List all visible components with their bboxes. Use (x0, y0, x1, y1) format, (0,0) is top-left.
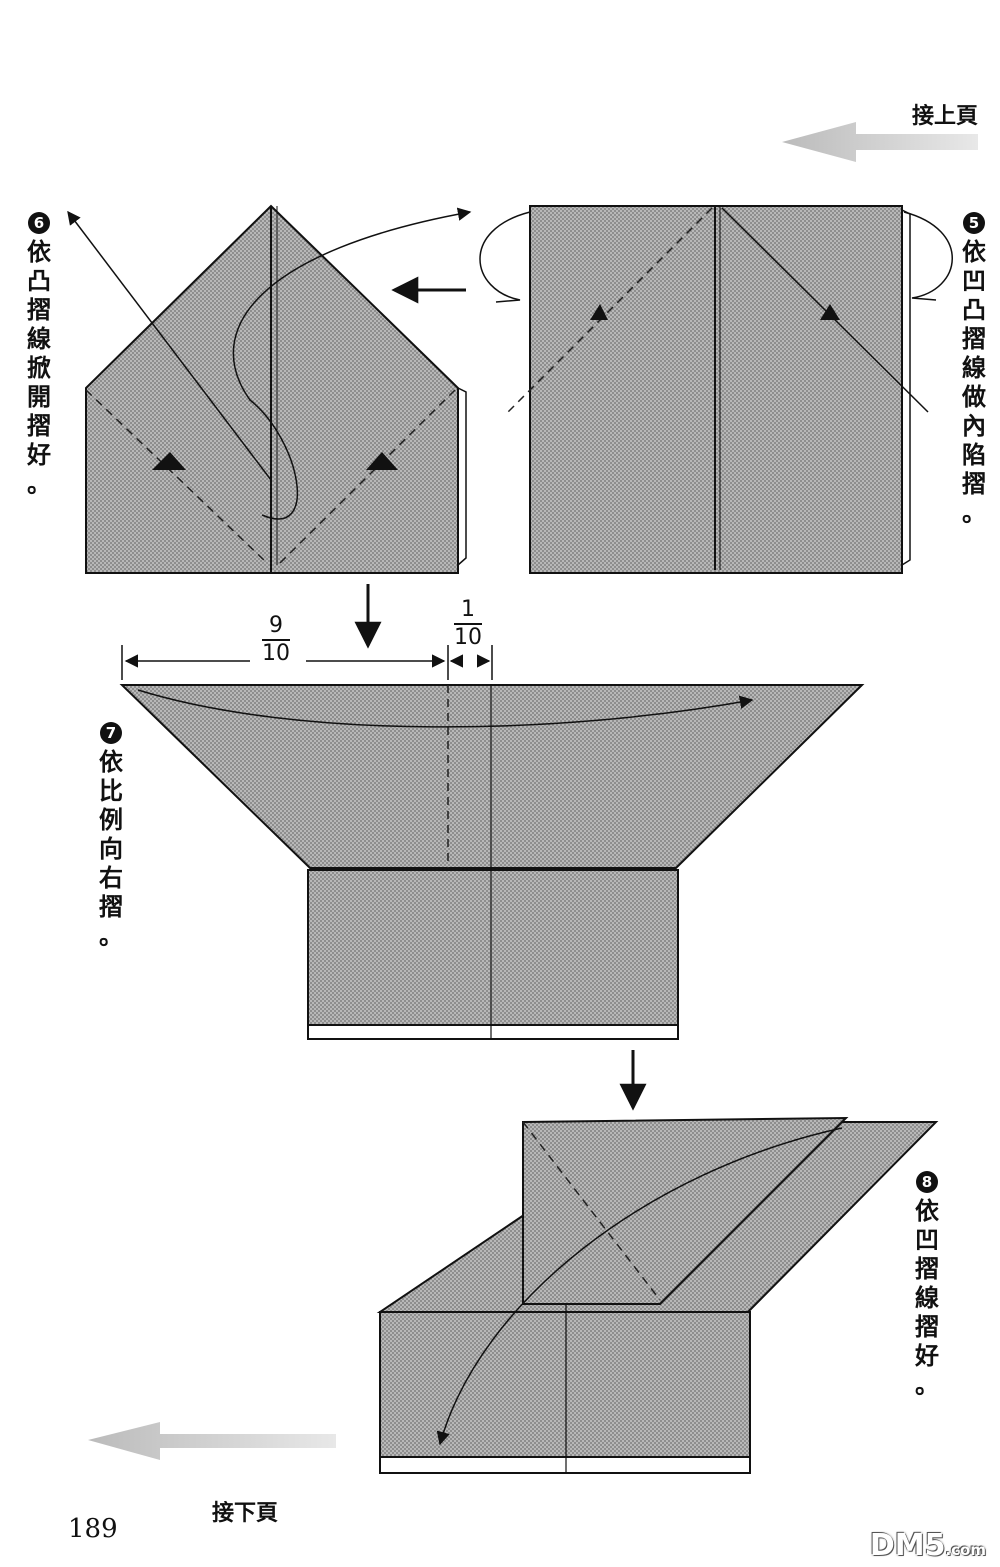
char: 線 (27, 325, 51, 353)
char: 摺 (27, 412, 51, 440)
char: 內 (962, 412, 986, 440)
char: 摺 (915, 1313, 939, 1341)
char: 。 (962, 499, 986, 527)
step8-number: 8 (916, 1171, 938, 1193)
step7-figure (119, 684, 865, 1040)
char: 凹 (915, 1226, 939, 1254)
char: 。 (915, 1371, 939, 1399)
char: 。 (27, 470, 51, 498)
char: 依 (99, 748, 123, 776)
char: 摺 (915, 1255, 939, 1283)
char: 摺 (99, 893, 123, 921)
dimension-lines (121, 645, 493, 680)
step6-number: 6 (28, 212, 50, 234)
char: 例 (99, 806, 123, 834)
step5-instruction: 5 依 凹 凸 摺 線 做 內 陷 摺 。 (959, 206, 989, 528)
char: 凸 (962, 296, 986, 324)
char: 摺 (27, 296, 51, 324)
char: 線 (962, 354, 986, 382)
char: 比 (99, 777, 123, 805)
step6-instruction: 6 依 凸 摺 線 掀 開 摺 好 。 (24, 206, 54, 499)
fraction-numerator: 9 (269, 613, 283, 638)
char: 好 (27, 441, 51, 469)
step7-number: 7 (100, 722, 122, 744)
char: 依 (27, 238, 51, 266)
fraction-one-tenth: 1 10 (448, 598, 488, 650)
step7-instruction: 7 依 比 例 向 右 摺 。 (96, 716, 126, 951)
char: 陷 (962, 441, 986, 469)
char: 做 (962, 383, 986, 411)
watermark-logo: DM5.com (870, 1528, 986, 1563)
char: 右 (99, 864, 123, 892)
char: 摺 (962, 470, 986, 498)
char: 好 (915, 1342, 939, 1370)
page-number: 189 (68, 1514, 118, 1544)
watermark-main: DM5 (869, 1528, 946, 1563)
continue-to-arrow (88, 1422, 336, 1460)
char: 依 (962, 238, 986, 266)
continue-to-label: 接下頁 (212, 1501, 279, 1526)
fraction-numerator: 1 (461, 597, 475, 622)
char: 凸 (27, 267, 51, 295)
continue-from-label: 接上頁 (912, 104, 979, 129)
step5-number: 5 (963, 212, 985, 234)
char: 掀 (27, 354, 51, 382)
char: 開 (27, 383, 51, 411)
step8-figure (376, 1116, 939, 1474)
fraction-nine-tenths: 9 10 (256, 614, 296, 666)
char: 摺 (962, 325, 986, 353)
continue-from-arrow (782, 122, 978, 162)
step6-figure (67, 204, 472, 574)
fraction-denominator: 10 (262, 641, 290, 666)
step8-instruction: 8 依 凹 摺 線 摺 好 。 (912, 1165, 942, 1400)
char: 依 (915, 1197, 939, 1225)
char: 向 (99, 835, 123, 863)
fraction-denominator: 10 (454, 625, 482, 650)
char: 凹 (962, 267, 986, 295)
watermark-suffix: .com (945, 1541, 986, 1559)
char: 。 (99, 922, 123, 950)
char: 線 (915, 1284, 939, 1312)
step5-figure (479, 205, 953, 574)
